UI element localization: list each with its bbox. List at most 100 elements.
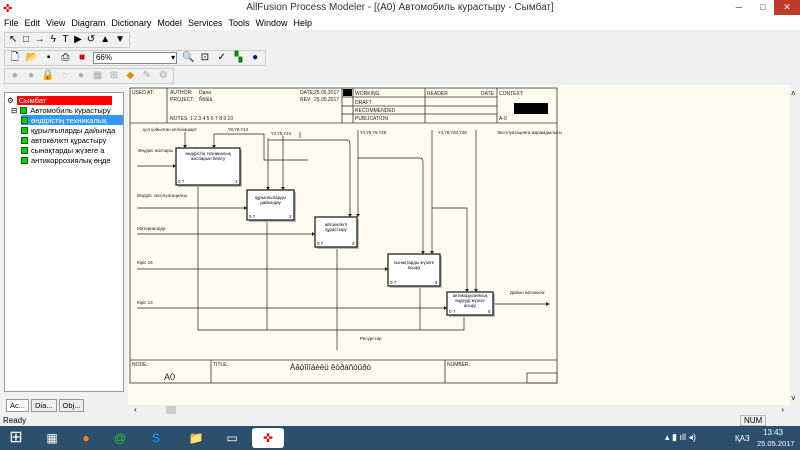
box-tool-icon[interactable]: □ (22, 34, 30, 45)
firefox-icon[interactable]: ● (82, 431, 90, 445)
open-icon[interactable]: 📂 (25, 52, 39, 63)
model-explorer-icon[interactable]: ▚ (234, 52, 243, 63)
diagram-label: NODE: (132, 362, 148, 368)
scroll-right-icon[interactable]: › (781, 405, 784, 414)
sphere-icon[interactable]: ● (252, 52, 259, 63)
diagram-label: 2 (289, 214, 292, 219)
skype-icon[interactable]: S (151, 431, 160, 445)
tree-item[interactable]: сынақтарды жүзеге а (21, 145, 104, 155)
tree-root[interactable]: ⚙Сымбат (7, 95, 112, 105)
tab-objects[interactable]: Obj... (58, 399, 85, 412)
diagram-label: PROJECT: (170, 97, 194, 103)
menu-file[interactable]: File (4, 18, 19, 28)
menu-window[interactable]: Window (255, 18, 288, 28)
grid-icon: ⊞ (109, 70, 119, 81)
clock-date[interactable]: 25.05.2017 (757, 439, 795, 448)
zoom-select[interactable]: 66%▾ (92, 52, 178, 64)
tray-icons[interactable]: ▴ ▮ ıll ◂) (665, 432, 696, 442)
diagram-label: AUTHOR: (170, 90, 193, 96)
menu-bar: File Edit View Diagram Dictionary Model … (0, 16, 800, 30)
menu-help[interactable]: Help (293, 18, 312, 28)
model-explorer: ⚙Сымбат ⊟Автомобиль курастыру өндірістің… (0, 85, 128, 415)
tab-activities[interactable]: Ac... (6, 399, 30, 412)
menu-edit[interactable]: Edit (24, 18, 41, 28)
vertical-scrollbar[interactable]: ˄˅ (790, 85, 800, 405)
report-icon[interactable]: ◆ (126, 70, 135, 81)
activity-icon (21, 146, 28, 154)
spellcheck-icon[interactable]: ✓ (217, 52, 226, 63)
arrow-lines (137, 130, 548, 350)
window-title: AllFusion Process Modeler - [(A0) Автомо… (246, 2, 554, 13)
menu-diagram[interactable]: Diagram (71, 18, 106, 28)
diagram-label: 25.05.2017 (314, 90, 339, 96)
minimize-button[interactable]: ─ (735, 2, 743, 12)
diagram-label: DRAFT (355, 100, 372, 106)
tree-item[interactable]: өндірістің техникалық (21, 115, 123, 125)
app-icon: ✜ (3, 3, 13, 15)
status-text: Ready (3, 416, 27, 425)
mail-agent-icon[interactable]: @ (113, 431, 127, 445)
menu-view[interactable]: View (46, 18, 66, 28)
activity-box-3: автокөлікті құрастыру 0 ?3 (314, 216, 359, 249)
horizontal-scrollbar[interactable]: ‹› (128, 405, 790, 415)
language-indicator[interactable]: ҚАЗ (735, 434, 750, 443)
diagram-label: A-0 (499, 116, 507, 122)
diagram-label: 4 (435, 280, 438, 285)
scroll-up-icon[interactable]: ˄ (791, 89, 796, 98)
diagram-label[interactable]: автокөлікті құрастыру (324, 222, 348, 232)
clock-time[interactable]: 13:43 (763, 428, 784, 437)
tree-model[interactable]: ⊟Автомобиль курастыру (11, 105, 111, 115)
color-icon[interactable]: ■ (79, 52, 86, 63)
scroll-down-icon[interactable]: ˅ (791, 394, 796, 403)
maximize-button[interactable]: □ (760, 2, 766, 12)
activity-box-2: құрылғыларды дайындау 0 ?2 (246, 189, 296, 222)
explorer-icon[interactable]: 📁 (188, 431, 204, 445)
text-tool-icon[interactable]: T (62, 34, 69, 45)
diagram-label: Ү8,Ү9,Ү14 (228, 127, 249, 132)
collapse-icon[interactable]: ⊟ (11, 105, 18, 115)
process-modeler-taskbar-icon[interactable]: ✜ (252, 428, 284, 448)
diagram-label: Dana (199, 90, 211, 96)
diagram-label[interactable]: құрылғыларды дайындау (255, 195, 286, 205)
menu-model[interactable]: Model (157, 18, 182, 28)
diagram-label[interactable]: өндірістің техникалық жоспарын бекіту (185, 151, 231, 161)
menu-services[interactable]: Services (187, 18, 223, 28)
undo-icon[interactable]: ↺ (86, 34, 96, 45)
triangle-right-icon[interactable]: ▶ (74, 34, 82, 45)
scroll-thumb[interactable] (166, 406, 176, 414)
diagram-label: Өндіріс эксплуатациясы (137, 193, 187, 198)
activity-icon (20, 106, 28, 114)
diagram-label: USED AT: (132, 90, 154, 96)
photos-icon[interactable]: ▭ (226, 431, 238, 445)
taskbar-app-1[interactable]: ▦ (46, 431, 58, 445)
tree-item[interactable]: автокөлікті құрастыру (21, 135, 106, 145)
scroll-left-icon[interactable]: ‹ (134, 405, 137, 414)
activity-icon (21, 116, 28, 124)
squiggle-icon[interactable]: ϟ (50, 34, 56, 45)
up-icon[interactable]: ▲ (100, 34, 111, 45)
diagram-label: 3 (352, 241, 355, 246)
menu-dictionary[interactable]: Dictionary (111, 18, 152, 28)
zoom-in-icon[interactable]: 🔍 (182, 52, 195, 63)
down-icon[interactable]: ▼ (115, 34, 125, 45)
zoom-fit-icon[interactable]: ⊡ (200, 52, 210, 63)
tab-diagrams[interactable]: Dia... (31, 399, 57, 412)
tree-item[interactable]: антикоррозиялық өңде (21, 155, 111, 165)
diagram-label[interactable]: антикоррозиялық өңдеуді жүзеге асыру (452, 293, 488, 308)
diagram-label: Материалдар (137, 226, 166, 231)
diagram-label: WORKING (355, 91, 380, 97)
diagram-label: Кіріс 15 (137, 260, 153, 265)
menu-tools[interactable]: Tools (228, 18, 250, 28)
diagram-canvas[interactable]: USED AT: AUTHOR:Dana PROJECT:Ñõåìà NOTES… (128, 85, 790, 405)
arrow-tool-icon[interactable]: → (34, 34, 45, 45)
chevron-down-icon: ▾ (171, 53, 176, 62)
save-icon[interactable]: ▪ (46, 52, 51, 63)
tree-item[interactable]: құрылғыларды дайында (21, 125, 115, 135)
new-icon[interactable]: 🗋 (10, 52, 19, 63)
pointer-icon[interactable]: ↖ (9, 34, 18, 45)
diagram-label[interactable]: сынақтарды жүзеге асыру (393, 260, 435, 270)
close-button[interactable]: ✕ (774, 0, 800, 15)
start-button[interactable]: ⊞ (9, 429, 23, 446)
print-icon[interactable]: ⎙ (61, 52, 70, 63)
